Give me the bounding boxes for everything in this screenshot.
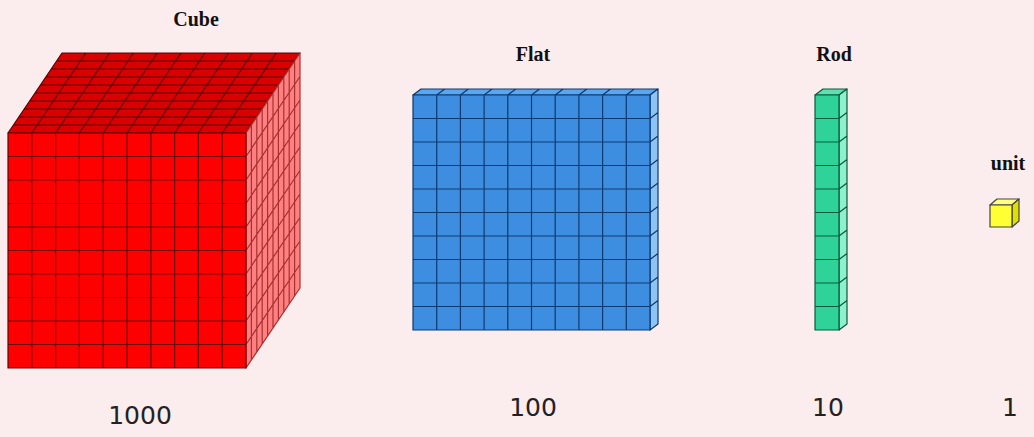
place-value: 10 bbox=[812, 394, 844, 423]
unit-cube bbox=[990, 199, 1019, 227]
block-name: Cube bbox=[173, 8, 219, 31]
block-name: Rod bbox=[816, 43, 852, 66]
block-name: unit bbox=[991, 152, 1025, 175]
block-name: Flat bbox=[516, 43, 550, 66]
place-value: 1000 bbox=[108, 402, 172, 431]
place-value: 1 bbox=[1002, 394, 1018, 423]
hundred-flat bbox=[413, 89, 658, 330]
thousand-cube bbox=[8, 53, 300, 368]
ten-rod bbox=[815, 89, 847, 330]
place-value: 100 bbox=[509, 394, 557, 423]
